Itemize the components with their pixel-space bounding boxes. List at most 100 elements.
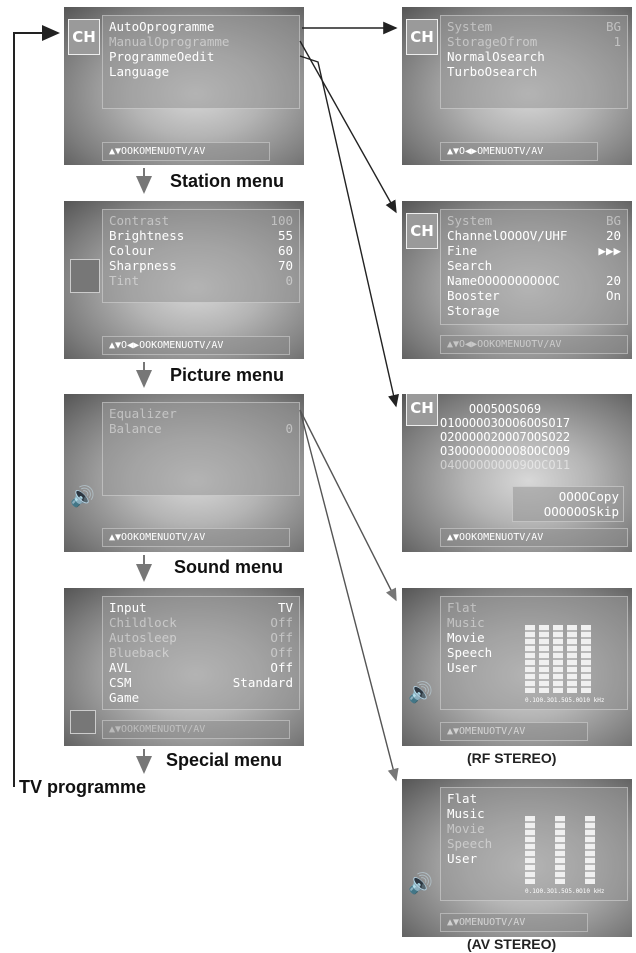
equalizer-rf-nav-bar: ▲▼OMENUOTV/AV <box>440 722 588 741</box>
special-icon-box <box>70 710 96 734</box>
special-icon <box>70 710 96 734</box>
eq-band-bar[interactable] <box>585 816 595 884</box>
menu-item-storage[interactable]: Storage <box>447 303 500 318</box>
eq-band-bar[interactable] <box>553 625 563 693</box>
eq-rf-bar-group <box>525 625 591 693</box>
menu-item-language[interactable]: Language <box>109 64 170 79</box>
programme-row-2[interactable]: O2OOOOO2OOO7OOSO22 <box>440 430 571 444</box>
eq-band-bar[interactable] <box>525 625 535 693</box>
menu-item-programme-edit[interactable]: ProgrammeOedit <box>109 49 215 64</box>
station-menu-screen: CH AutoOprogramme ManualOprogramme Progr… <box>64 7 304 165</box>
edit-actions-panel: OOOOCopy OOOOOOSkip <box>512 486 624 522</box>
copy-action[interactable]: OOOOCopy <box>558 489 619 504</box>
special-menu-label: Special menu <box>166 750 283 770</box>
menu-item-fine[interactable]: Fine▶▶▶ <box>447 243 621 258</box>
picture-nav-bar: ▲▼O◀▶OOKOMENUOTV/AV <box>102 336 290 355</box>
equalizer-av-panel: Flat Music Movie Speech User 0.1O0.3O1.5… <box>440 787 628 901</box>
skip-action[interactable]: OOOOOOSkip <box>543 504 619 519</box>
eq-band-bar[interactable] <box>539 625 549 693</box>
tv-programme-label: TV programme <box>19 777 147 797</box>
ch-badge: CH <box>68 19 100 55</box>
eq-rf-scale: 0.1O0.3O1.5O5.0O10 kHz <box>525 697 605 704</box>
eq-av-scale: 0.1O0.3O1.5O5.0O10 kHz <box>525 888 605 895</box>
eq-preset-music[interactable]: Music <box>447 615 485 630</box>
eq-av-preset-flat[interactable]: Flat <box>447 791 478 806</box>
av-stereo-label: (AV STEREO) <box>467 936 557 952</box>
eq-av-bar-group <box>525 816 595 884</box>
station-nav-bar: ▲▼OOKOMENUOTV/AV <box>102 142 270 161</box>
picture-menu-label: Picture menu <box>170 365 285 385</box>
eq-av-preset-music[interactable]: Music <box>447 806 485 821</box>
eq-band-bar[interactable] <box>567 625 577 693</box>
arrow-to-eq-av <box>299 409 399 782</box>
programme-edit-nav-bar: ▲▼OOKOMENUOTV/AV <box>440 528 628 547</box>
eq-av-preset-user[interactable]: User <box>447 851 478 866</box>
speaker-icon-av: 🔊 <box>408 871 433 895</box>
eq-preset-flat[interactable]: Flat <box>447 600 478 615</box>
equalizer-rf-screen: 🔊 Flat Music Movie Speech User 0.1O0.3O1… <box>402 588 632 746</box>
eq-preset-user[interactable]: User <box>447 660 478 675</box>
programme-edit-screen: CH OOO5OOSO69 O1OOOOO3OOO6OOSO17 O2OOOOO… <box>402 394 632 552</box>
menu-item-normal-search[interactable]: NormalOsearch <box>447 49 545 64</box>
menu-item-manual-programme[interactable]: ManualOprogramme <box>109 34 230 49</box>
menu-item-game[interactable]: Game <box>109 690 140 705</box>
channel-icon-edit: CH <box>406 394 438 426</box>
sound-nav-bar: ▲▼OOKOMENUOTV/AV <box>102 528 290 547</box>
menu-item-auto-programme[interactable]: AutoOprogramme <box>109 19 215 34</box>
channel-icon-manual: CH <box>406 213 438 249</box>
arrow-to-eq-rf <box>299 409 397 602</box>
arrow-to-programme-edit <box>299 55 399 408</box>
programme-row-header: OOO5OOSO69 <box>440 402 542 416</box>
auto-programme-nav-bar: ▲▼O◀▶OMENUOTV/AV <box>440 142 598 161</box>
menu-item-turbo-search[interactable]: TurboOsearch <box>447 64 538 79</box>
menu-item-search[interactable]: Search <box>447 258 493 273</box>
eq-av-preset-speech[interactable]: Speech <box>447 836 493 851</box>
programme-row-1[interactable]: O1OOOOO3OOO6OOSO17 <box>440 416 571 430</box>
eq-band-bar[interactable] <box>581 625 591 693</box>
special-nav-bar: ▲▼OOKOMENUOTV/AV <box>102 720 290 739</box>
eq-preset-movie[interactable]: Movie <box>447 630 485 645</box>
equalizer-av-nav-bar: ▲▼OMENUOTV/AV <box>440 913 588 932</box>
equalizer-rf-panel: Flat Music Movie Speech User 0.1O0.3O1.5… <box>440 596 628 710</box>
eq-band-bar[interactable] <box>555 816 565 884</box>
programme-row-3[interactable]: O3OOOOOOOOO8OOCOO9 <box>440 444 571 458</box>
eq-preset-speech[interactable]: Speech <box>447 645 493 660</box>
eq-band-bar[interactable] <box>525 816 535 884</box>
eq-av-preset-movie[interactable]: Movie <box>447 821 485 836</box>
equalizer-av-screen: 🔊 Flat Music Movie Speech User 0.1O0.3O1… <box>402 779 632 937</box>
programme-row-4[interactable]: O4OOOOOOOOO9OOCO11 <box>440 458 571 472</box>
speaker-icon: 🔊 <box>70 484 95 508</box>
arrow-to-manual-programme <box>299 40 397 214</box>
speaker-icon-rf: 🔊 <box>408 680 433 704</box>
station-options-panel: AutoOprogramme ManualOprogramme Programm… <box>102 15 300 109</box>
menu-item-equalizer[interactable]: Equalizer <box>109 406 177 421</box>
